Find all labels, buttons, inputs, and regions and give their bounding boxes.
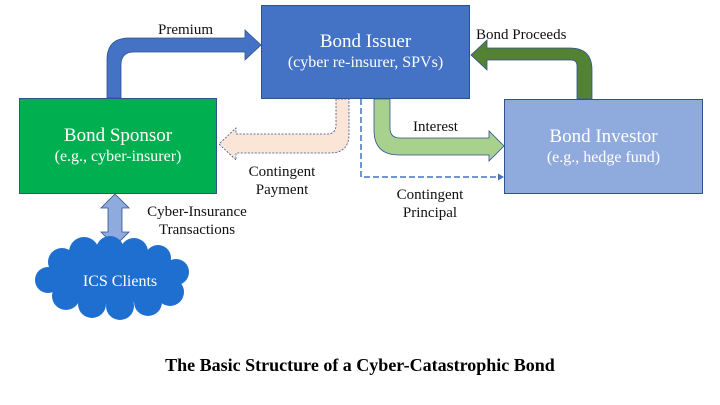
contingent-principal-label-line1: Contingent <box>396 187 464 203</box>
contingent-principal-label: Contingent Principal <box>390 186 470 222</box>
ics-clients-label: ICS Clients <box>82 273 158 290</box>
contingent-payment-arrow <box>218 98 350 161</box>
ics-clients-cloud <box>35 236 189 320</box>
bond-sponsor-node: Bond Sponsor (e.g., cyber-insurer) <box>19 98 217 194</box>
contingent-principal-label-line2: Principal <box>402 205 458 221</box>
bond-sponsor-title: Bond Sponsor <box>63 125 173 146</box>
interest-arrow <box>373 98 505 162</box>
cyber-insurance-label-line1: Cyber-Insurance <box>147 204 247 220</box>
contingent-payment-label: Contingent Payment <box>244 163 320 199</box>
bond-investor-node: Bond Investor (e.g., hedge fund) <box>504 99 703 194</box>
premium-arrow <box>106 29 262 99</box>
contingent-payment-label-line2: Payment <box>255 182 309 198</box>
diagram-caption: The Basic Structure of a Cyber-Catastrop… <box>165 355 555 375</box>
bond-issuer-subtitle: (cyber re-insurer, SPVs) <box>287 54 444 71</box>
interest-label: Interest <box>413 119 458 135</box>
cyber-insurance-label: Cyber-Insurance Transactions <box>137 203 257 239</box>
contingent-principal-line <box>360 99 498 178</box>
bond-issuer-node: Bond Issuer (cyber re-insurer, SPVs) <box>261 5 470 99</box>
bond-sponsor-subtitle: (e.g., cyber-insurer) <box>54 148 182 165</box>
bond-proceeds-arrow <box>470 39 593 100</box>
contingent-payment-label-line1: Contingent <box>248 164 316 180</box>
bond-investor-subtitle: (e.g., hedge fund) <box>546 148 661 166</box>
bond-proceeds-label: Bond Proceeds <box>476 27 567 43</box>
bond-investor-title: Bond Investor <box>549 125 658 147</box>
bond-issuer-title: Bond Issuer <box>319 31 412 52</box>
cyber-insurance-label-line2: Transactions <box>158 222 236 238</box>
contingent-principal-arrowhead <box>498 173 504 181</box>
premium-label: Premium <box>158 22 213 38</box>
